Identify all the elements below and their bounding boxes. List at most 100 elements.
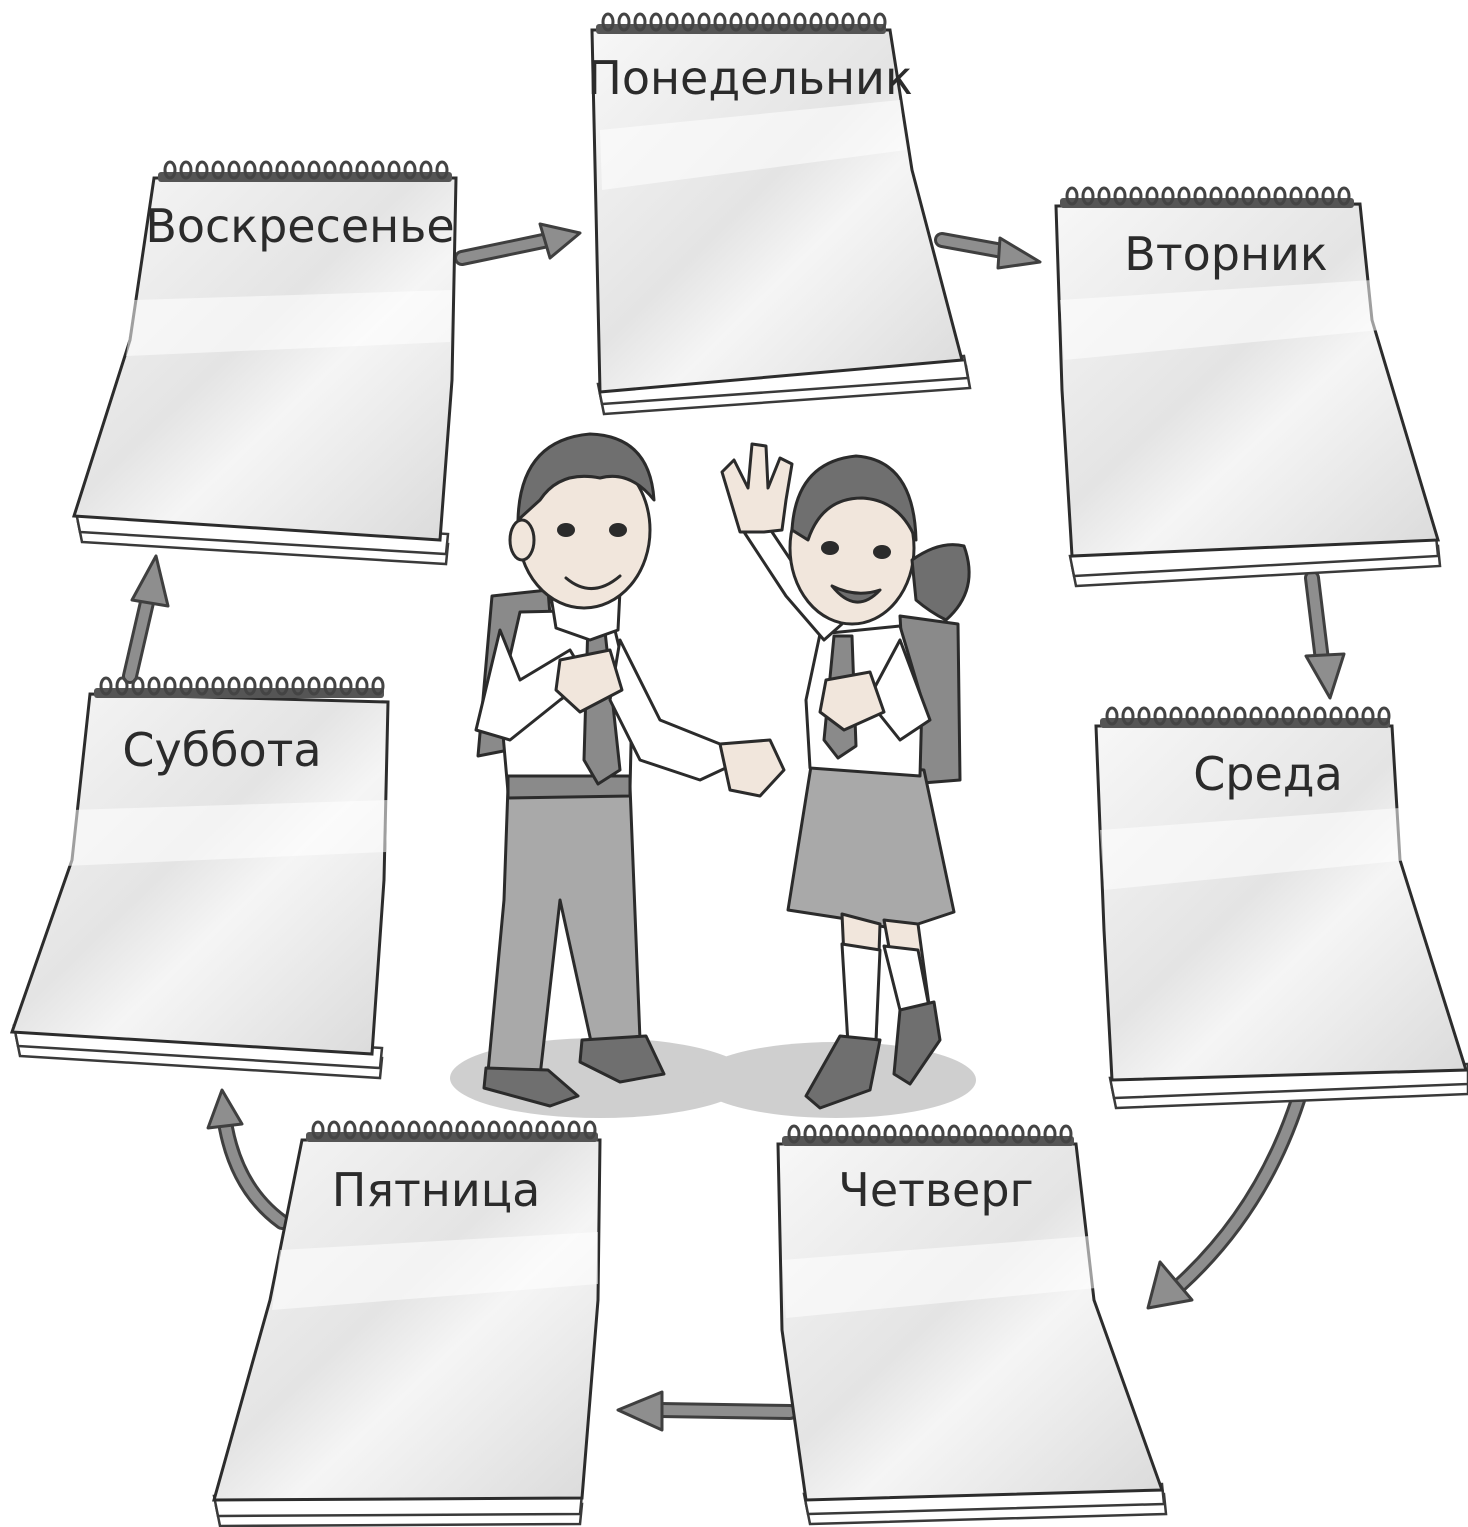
spiral-ring: [339, 160, 353, 180]
notepad-saturday: Суббота: [9, 676, 390, 1080]
spiral-ring: [323, 676, 337, 696]
notepad-wednesday: Среда: [1094, 706, 1468, 1110]
spiral-ring: [809, 12, 823, 32]
spiral-ring: [761, 12, 775, 32]
spiral-ring: [227, 160, 241, 180]
spiral-ring: [163, 160, 177, 180]
spiral-ring: [359, 1120, 373, 1140]
day-label-thursday: Четверг: [838, 1163, 1033, 1217]
spiral-ring: [713, 12, 727, 32]
spiral-ring: [1281, 706, 1295, 726]
spiral-ring: [275, 676, 289, 696]
spiral-ring: [1273, 186, 1287, 206]
cycle-arrows: [122, 222, 1346, 1432]
spiral-ring: [787, 1124, 801, 1144]
spiral-ring: [835, 1124, 849, 1144]
spiral-ring: [963, 1124, 977, 1144]
day-label-wednesday: Среда: [1193, 747, 1343, 801]
spiral-ring: [857, 12, 871, 32]
spiral-ring: [1059, 1124, 1073, 1144]
arrow-monday-to-tuesday: [934, 232, 1042, 270]
spiral-ring: [1377, 706, 1391, 726]
day-label-friday: Пятница: [332, 1163, 541, 1217]
arrow-tuesday-to-wednesday: [1304, 570, 1346, 700]
spiral-ring: [995, 1124, 1009, 1144]
arrow-saturday-to-sunday: [122, 554, 170, 684]
spiral-ring: [567, 1120, 581, 1140]
day-label-saturday: Суббота: [122, 723, 321, 777]
arrow-friday-to-saturday: [206, 1088, 290, 1230]
spiral-ring: [1121, 706, 1135, 726]
spiral-ring: [455, 1120, 469, 1140]
spiral-binding: [1100, 706, 1391, 728]
spiral-ring: [697, 12, 711, 32]
spiral-ring: [1161, 186, 1175, 206]
spiral-ring: [371, 160, 385, 180]
spiral-binding: [94, 676, 385, 698]
spiral-ring: [1065, 186, 1079, 206]
spiral-ring: [665, 12, 679, 32]
spiral-ring: [1305, 186, 1319, 206]
spiral-ring: [1105, 706, 1119, 726]
spiral-ring: [947, 1124, 961, 1144]
spiral-ring: [825, 12, 839, 32]
spiral-ring: [649, 12, 663, 32]
spiral-ring: [633, 12, 647, 32]
spiral-ring: [403, 160, 417, 180]
day-label-monday: Понедельник: [587, 51, 912, 105]
spiral-ring: [551, 1120, 565, 1140]
spiral-ring: [617, 12, 631, 32]
spiral-ring: [745, 12, 759, 32]
spiral-ring: [307, 676, 321, 696]
spiral-ring: [1113, 186, 1127, 206]
spiral-ring: [423, 1120, 437, 1140]
spiral-ring: [915, 1124, 929, 1144]
spiral-ring: [371, 676, 385, 696]
spiral-ring: [163, 676, 177, 696]
girl-figure: [720, 442, 971, 1110]
spiral-ring: [1345, 706, 1359, 726]
spiral-ring: [343, 1120, 357, 1140]
spiral-ring: [1209, 186, 1223, 206]
spiral-ring: [1225, 186, 1239, 206]
spiral-ring: [243, 160, 257, 180]
spiral-ring: [777, 12, 791, 32]
arrow-thursday-to-friday: [616, 1390, 798, 1432]
spiral-ring: [729, 12, 743, 32]
spiral-binding: [596, 12, 887, 34]
spiral-ring: [1129, 186, 1143, 206]
spiral-ring: [115, 676, 129, 696]
arrow-sunday-to-monday: [454, 222, 582, 266]
spiral-ring: [307, 160, 321, 180]
spiral-ring: [211, 160, 225, 180]
spiral-ring: [1185, 706, 1199, 726]
spiral-ring: [583, 1120, 597, 1140]
spiral-ring: [503, 1120, 517, 1140]
notepad-thursday: Четверг: [776, 1124, 1168, 1526]
spiral-ring: [419, 160, 433, 180]
spiral-binding: [782, 1124, 1074, 1146]
spiral-ring: [931, 1124, 945, 1144]
spiral-ring: [375, 1120, 389, 1140]
spiral-ring: [391, 1120, 405, 1140]
notepad-friday: Пятница: [212, 1120, 602, 1527]
spiral-ring: [323, 160, 337, 180]
spiral-ring: [407, 1120, 421, 1140]
spiral-ring: [355, 676, 369, 696]
spiral-ring: [1177, 186, 1191, 206]
notepad-sunday: Воскресенье: [71, 160, 458, 566]
spiral-ring: [1081, 186, 1095, 206]
spiral-ring: [1137, 706, 1151, 726]
day-label-sunday: Воскресенье: [145, 199, 454, 253]
spiral-ring: [1289, 186, 1303, 206]
spiral-ring: [311, 1120, 325, 1140]
spiral-ring: [1313, 706, 1327, 726]
spiral-ring: [535, 1120, 549, 1140]
notepad-monday: Понедельник: [587, 12, 972, 416]
spiral-ring: [439, 1120, 453, 1140]
spiral-ring: [1201, 706, 1215, 726]
spiral-ring: [211, 676, 225, 696]
spiral-ring: [1321, 186, 1335, 206]
spiral-ring: [471, 1120, 485, 1140]
spiral-ring: [867, 1124, 881, 1144]
